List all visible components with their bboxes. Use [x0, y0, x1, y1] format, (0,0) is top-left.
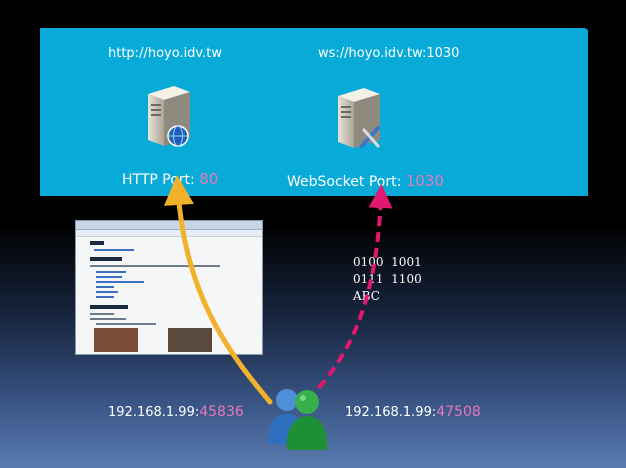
- ws-url: ws://hoyo.idv.tw:1030: [318, 46, 460, 61]
- browser-screenshot: [75, 220, 263, 355]
- ws-connection-arrow: [306, 184, 393, 402]
- http-connection-arrow: [163, 175, 273, 405]
- binary-payload: 0100 1001 0111 1100 ABC: [353, 255, 422, 303]
- client-port-right: 47508: [436, 404, 481, 420]
- client-ip-right: 192.168.1.99:47508: [345, 404, 481, 420]
- server-tools-icon: [338, 88, 380, 148]
- client-port-left: 45836: [199, 404, 244, 420]
- http-port-number: 80: [199, 170, 219, 188]
- users-icon: [268, 389, 328, 450]
- server-panel: [40, 28, 588, 196]
- server-globe-icon: [148, 86, 190, 147]
- http-url: http://hoyo.idv.tw: [108, 46, 222, 61]
- client-ip-left: 192.168.1.99:45836: [108, 404, 244, 420]
- ws-port-number: 1030: [405, 172, 444, 190]
